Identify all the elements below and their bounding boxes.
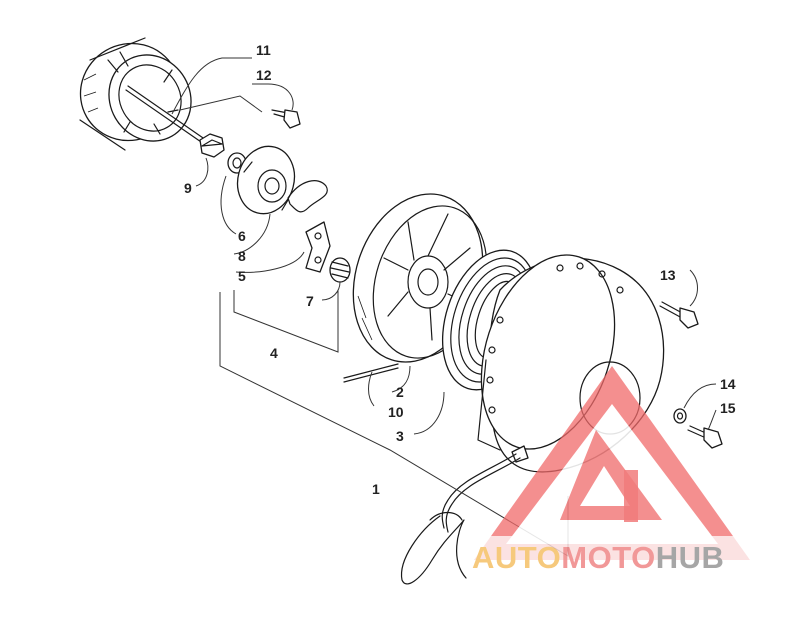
callout-13: 13 [660, 267, 676, 283]
watermark-auto: AUTO [472, 540, 561, 575]
bolt-12 [271, 109, 301, 129]
callout-10: 10 [388, 404, 404, 420]
pull-rope [400, 453, 521, 585]
callout-15: 15 [720, 400, 736, 416]
callout-4: 4 [270, 345, 278, 361]
housing-bolt-holes [486, 262, 624, 414]
callout-8: 8 [238, 248, 246, 264]
automotohub-watermark: AUTOMOTOHUB [470, 366, 796, 576]
watermark-text: AUTOMOTOHUB [472, 540, 724, 575]
callout-7: 7 [306, 293, 314, 309]
callout-9: 9 [184, 180, 192, 196]
pawl-5 [305, 221, 331, 273]
center-bolt [125, 85, 207, 145]
bolt-13 [659, 301, 699, 329]
washer-14 [673, 408, 687, 424]
watermark-hub: HUB [656, 540, 725, 575]
watermark-triangle-logo [474, 366, 750, 560]
callout-3: 3 [396, 428, 404, 444]
callout-labels: 11 12 9 6 8 5 7 4 13 2 10 3 14 15 1 [184, 42, 736, 497]
watermark-moto: MOTO [561, 540, 655, 575]
callout-2: 2 [396, 384, 404, 400]
spring-clip-5 [287, 180, 328, 213]
bolt-15 [687, 425, 723, 449]
starter-cup [79, 37, 192, 151]
callout-1: 1 [372, 481, 380, 497]
ratchet-plate-8 [236, 145, 296, 215]
callout-5: 5 [238, 268, 246, 284]
spring-7 [329, 257, 351, 283]
callout-14: 14 [720, 376, 736, 392]
nut-9 [199, 133, 225, 158]
callout-11: 11 [256, 42, 271, 58]
callout-6: 6 [238, 228, 246, 244]
callout-12: 12 [256, 67, 272, 83]
